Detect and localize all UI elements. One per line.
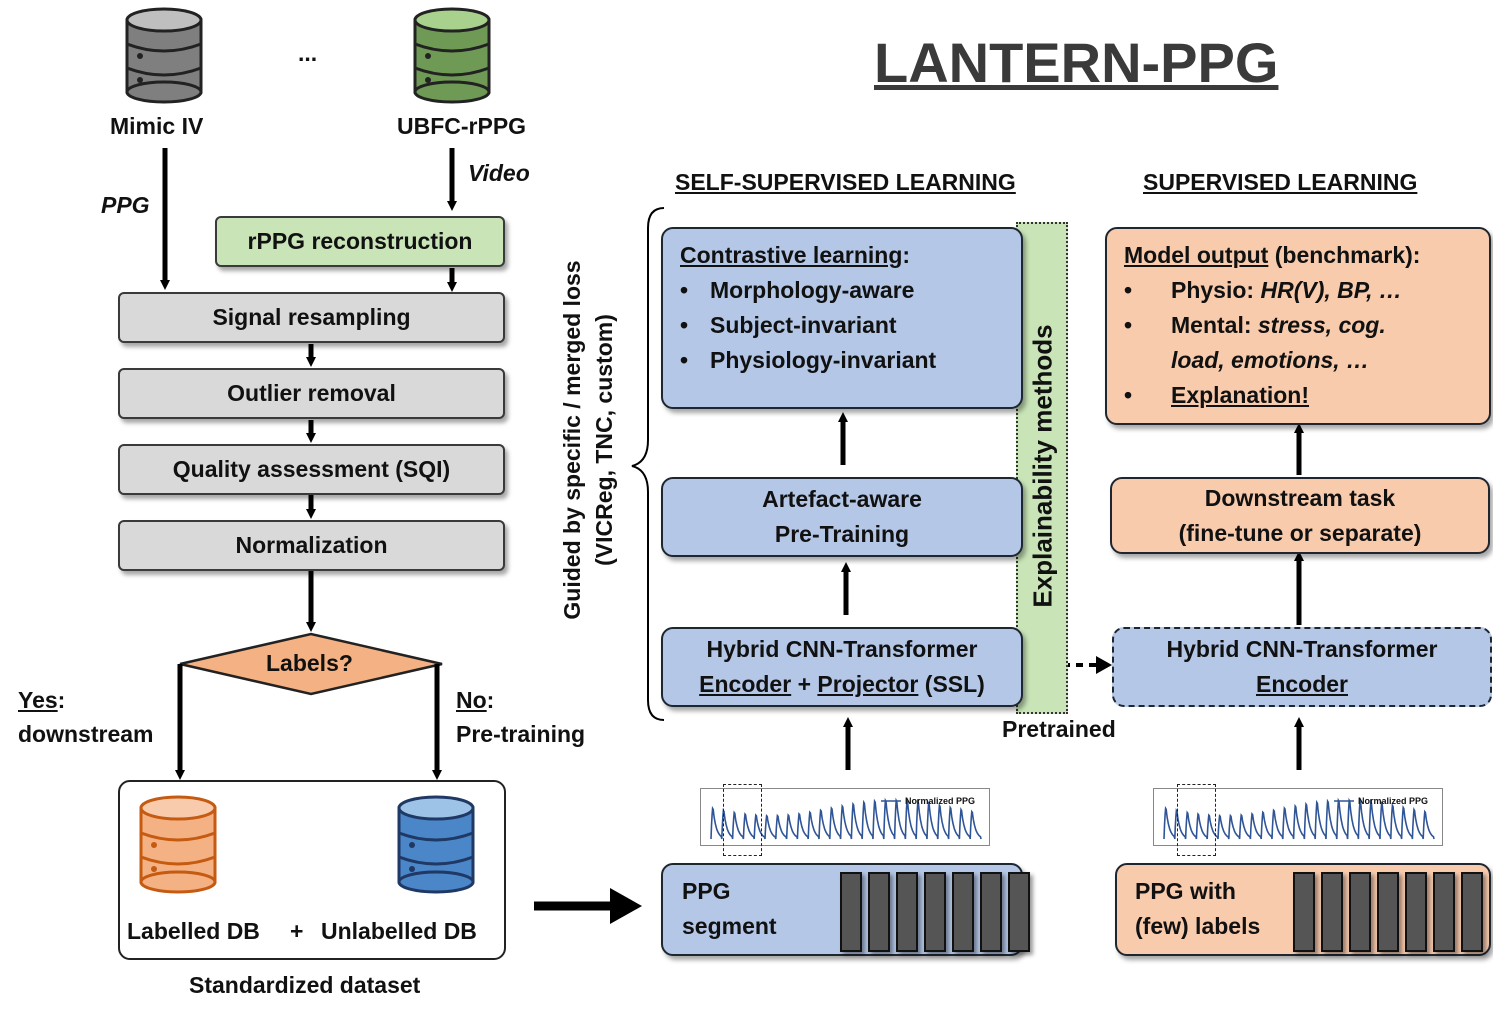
labels-question: Labels? <box>266 650 353 676</box>
ppg-labels-label: PPG with (few) labels <box>1135 878 1261 939</box>
quality-assessment-box: Quality assessment (SQI) <box>118 444 505 495</box>
normalization-box: Normalization <box>118 520 505 571</box>
no-rest: Pre-training <box>456 721 586 747</box>
ssl-waveform-plot <box>710 797 982 840</box>
ssl-waveform-legend: Normalized PPG <box>905 796 976 806</box>
ssl-ppg-waveform: Normalized PPG <box>700 788 990 846</box>
model-output-content: Model output (benchmark): •Physio: HR(V)… <box>1124 238 1420 413</box>
explainability-label: Explainability methods <box>1027 324 1058 608</box>
plus-sign: + <box>290 918 304 944</box>
source-ellipsis: ... <box>298 40 318 66</box>
arrow-dataset-head <box>610 888 642 924</box>
arrow-pretrained-head <box>1096 656 1112 674</box>
model-output-box <box>1105 227 1491 425</box>
labelled-db-label: Labelled DB <box>127 918 260 944</box>
ssl-encoder-line-1: Hybrid CNN-Transformer <box>706 636 978 662</box>
ssl-segment-window <box>723 784 762 856</box>
ssl-encoder-line-2: Encoder + Projector (SSL) <box>699 671 985 697</box>
ssl-segment-bars <box>840 872 1030 952</box>
ssl-header: SELF-SUPERVISED LEARNING <box>675 169 1016 195</box>
no-branch-label: No: Pre-training <box>456 683 585 751</box>
contrastive-learning-content: Contrastive learning: •Morphology-aware … <box>680 238 936 378</box>
labels-diamond <box>179 632 443 696</box>
list-item: •Subject-invariant <box>680 312 897 338</box>
sup-segment-window <box>1177 784 1216 856</box>
no-word: No <box>456 687 487 713</box>
database-icon-mimic <box>125 7 203 104</box>
no-colon: : <box>486 687 495 713</box>
standardized-dataset-box <box>118 780 506 960</box>
sup-waveform-legend: Normalized PPG <box>1358 796 1429 806</box>
ssl-encoder-box: Hybrid CNN-Transformer Encoder + Project… <box>661 627 1023 707</box>
database-icon-labelled <box>139 795 217 894</box>
artefact-pretraining-box: Artefact-aware Pre-Training <box>661 477 1023 557</box>
yes-rest: downstream <box>18 721 154 747</box>
list-item: •Morphology-aware <box>680 277 915 303</box>
yes-colon: : <box>57 687 66 713</box>
ppg-edge-label: PPG <box>101 192 150 218</box>
yes-word: Yes <box>18 687 58 713</box>
guided-line-1: Guided by specific / merged loss <box>559 260 585 620</box>
list-item: •Explanation! <box>1124 382 1310 408</box>
video-edge-label: Video <box>468 160 530 186</box>
list-item: •Mental: stress, cog.load, emotions, … <box>1124 312 1386 373</box>
sup-ppg-waveform: Normalized PPG <box>1153 788 1443 846</box>
pretraining-line-2: Pre-Training <box>774 521 910 547</box>
pretrained-label: Pretrained <box>1002 716 1116 742</box>
sup-waveform-plot <box>1163 797 1435 840</box>
outlier-removal-box: Outlier removal <box>118 368 505 419</box>
database-icon-ubfc <box>413 7 491 104</box>
supervised-header: SUPERVISED LEARNING <box>1143 169 1418 195</box>
contrastive-title: Contrastive learning <box>680 242 903 268</box>
pretraining-line-1: Artefact-aware <box>762 486 922 512</box>
yes-branch-label: Yes: downstream <box>18 683 153 751</box>
list-item: •Physio: HR(V), BP, … <box>1124 277 1402 303</box>
downstream-task-box: Downstream task (fine-tune or separate) <box>1110 477 1490 554</box>
ppg-wave-line <box>1163 797 1435 840</box>
database-icon-unlabelled <box>397 795 475 894</box>
supervised-encoder-box: Hybrid CNN-Transformer Encoder <box>1112 627 1492 707</box>
source-db-mimic: Mimic IV <box>110 113 204 139</box>
signal-resampling-box: Signal resampling <box>118 292 505 343</box>
sup-segment-bars <box>1293 872 1483 952</box>
guided-line-2: (VICReg, TNC, custom) <box>591 314 617 566</box>
contrastive-learning-box <box>661 227 1023 409</box>
standardized-dataset-caption: Standardized dataset <box>189 972 421 998</box>
unlabelled-db-label: Unlabelled DB <box>321 918 477 944</box>
ppg-wave-line <box>710 797 982 840</box>
guided-brace <box>631 207 665 721</box>
list-item: •Physiology-invariant <box>680 347 937 373</box>
source-db-ubfc: UBFC-rPPG <box>397 113 527 139</box>
ppg-segment-label: PPG segment <box>682 878 777 939</box>
page-title: LANTERN-PPG <box>874 31 1279 94</box>
contrastive-colon: : <box>902 242 911 268</box>
rppg-reconstruction-box: rPPG reconstruction <box>215 216 505 267</box>
explainability-bar <box>1016 222 1068 714</box>
